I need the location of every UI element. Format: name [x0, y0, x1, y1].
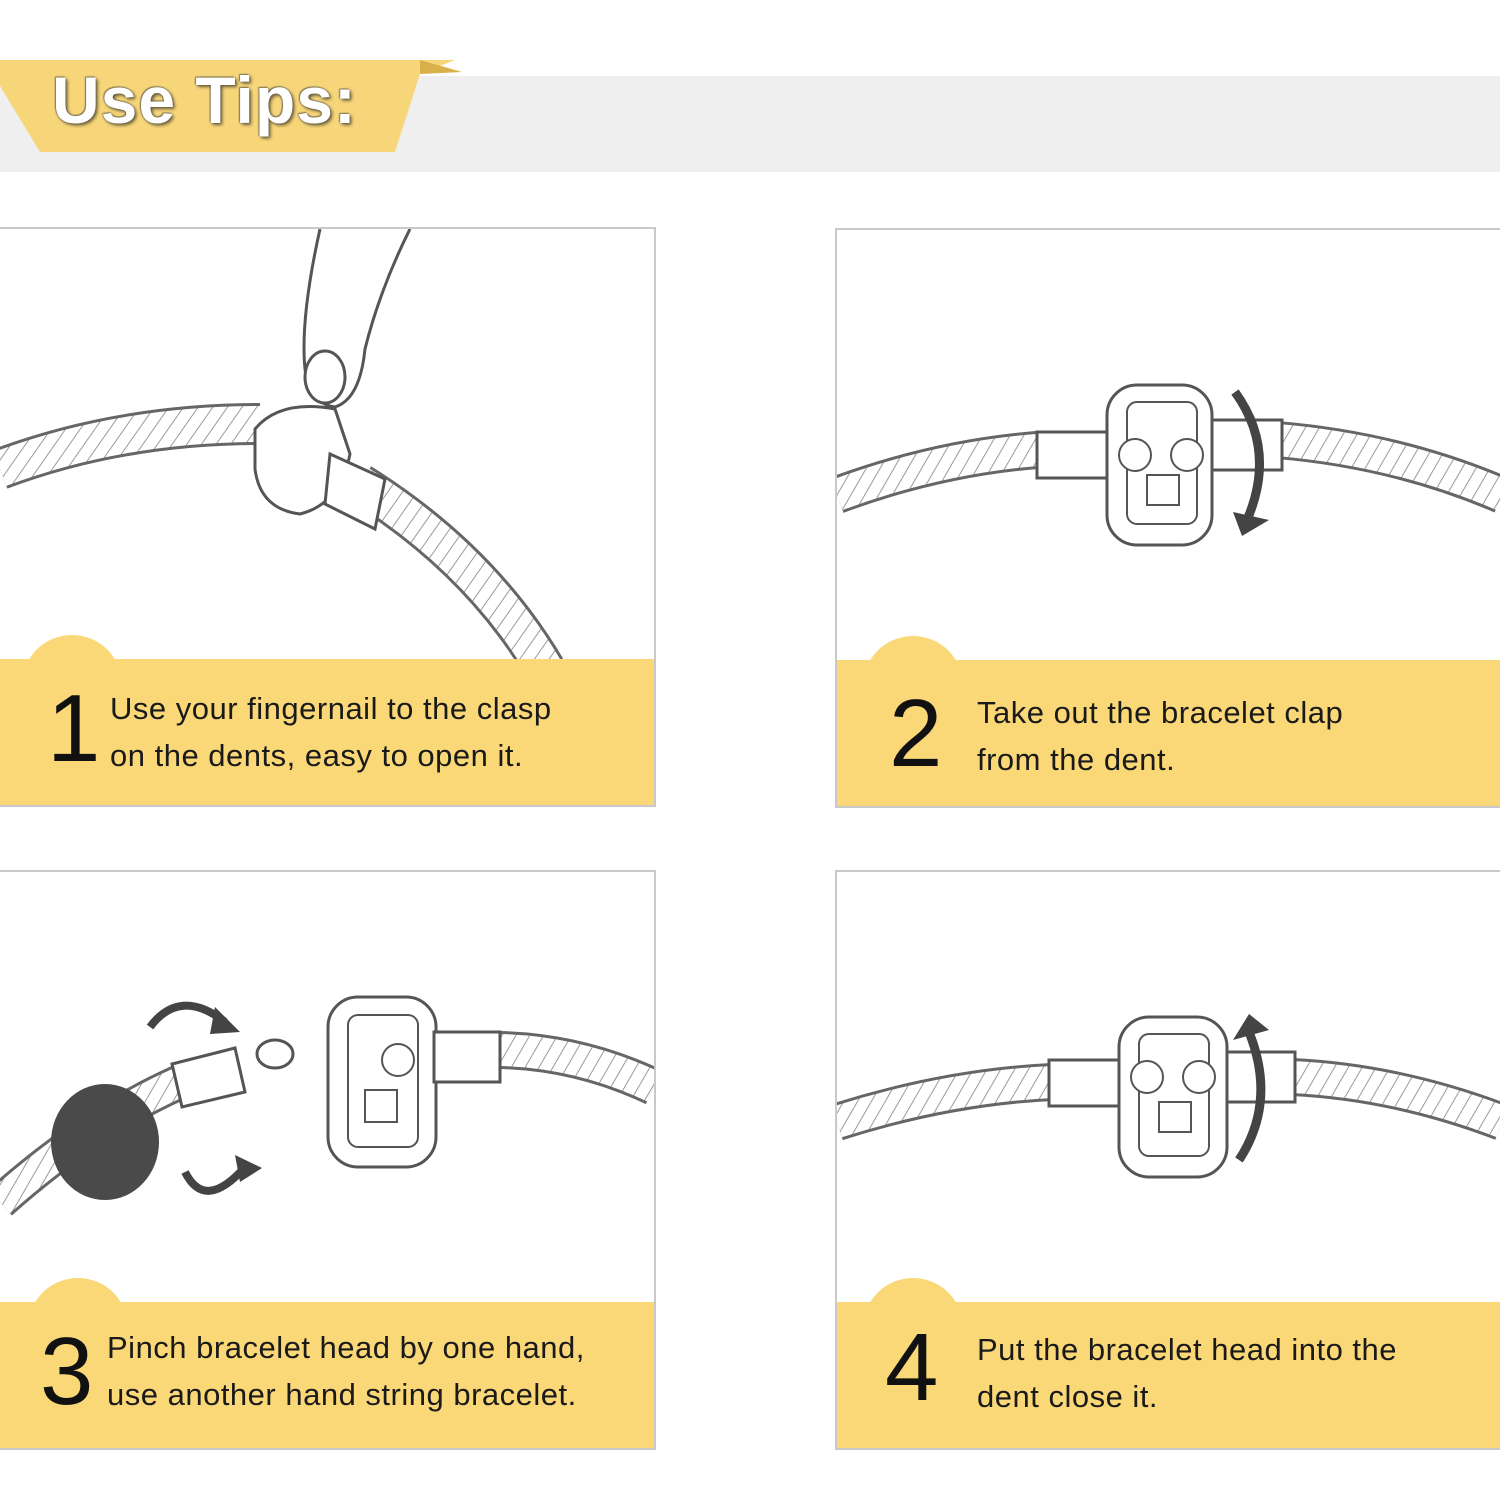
- step-text-line-1: Pinch bracelet head by one hand,: [107, 1330, 585, 1365]
- clasp-with-rotate-arrow-up-illustration: [837, 1014, 1500, 1179]
- step-panel-4: 4 Put the bracelet head into the dent cl…: [835, 870, 1500, 1450]
- step-text-line-1: Put the bracelet head into the: [977, 1332, 1398, 1367]
- step-text-line-1: Use your fingernail to the clasp: [110, 691, 552, 726]
- step-number: 4: [885, 1314, 939, 1421]
- step-text-line-2: on the dents, easy to open it.: [110, 738, 524, 773]
- step-text-line-1: Take out the bracelet clap: [977, 695, 1344, 730]
- bead-and-open-clasp-illustration: [0, 995, 654, 1216]
- step-panel-1: 1 Use your fingernail to the clasp on th…: [0, 227, 656, 807]
- step-number: 2: [889, 680, 943, 787]
- step-text-line-2: use another hand string bracelet.: [107, 1377, 577, 1412]
- finger-opening-clasp-illustration: [0, 229, 564, 680]
- page-title: Use Tips:: [52, 63, 357, 137]
- step-panel-3: 3 Pinch bracelet head by one hand, use a…: [0, 870, 656, 1450]
- step-caption-2: 2 Take out the bracelet clap from the de…: [837, 636, 1500, 806]
- step-text-line-2: from the dent.: [977, 742, 1176, 777]
- step-caption-4: 4 Put the bracelet head into the dent cl…: [837, 1278, 1500, 1448]
- step-caption-1: 1 Use your fingernail to the clasp on th…: [0, 635, 654, 805]
- step-caption-3: 3 Pinch bracelet head by one hand, use a…: [0, 1278, 654, 1448]
- step-panel-2: 2 Take out the bracelet clap from the de…: [835, 228, 1500, 808]
- title-badge: [0, 60, 462, 152]
- step-number: 1: [47, 675, 101, 782]
- step-number: 3: [40, 1318, 94, 1425]
- clasp-with-rotate-arrow-down-illustration: [837, 383, 1500, 547]
- step-text-line-2: dent close it.: [977, 1379, 1159, 1414]
